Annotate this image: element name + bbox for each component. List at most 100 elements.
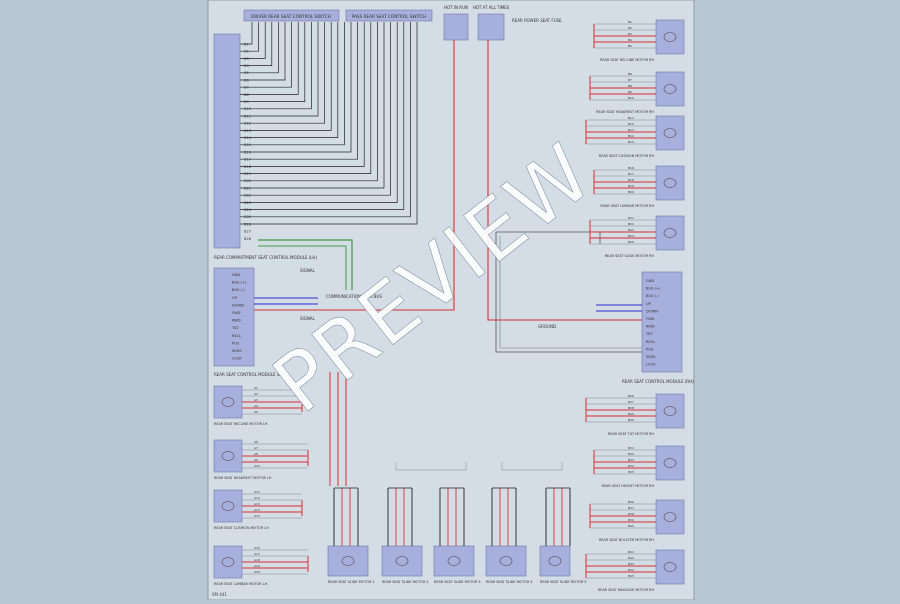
- pin-label: B2: [244, 50, 249, 54]
- switch-wire: [240, 22, 411, 218]
- motor-label: REAR SEAT BOLSTER MOTOR RH: [599, 538, 654, 542]
- fuse-box-b: [477, 13, 505, 41]
- motor-label: REAR SEAT HEADREST MOTOR LH: [214, 476, 272, 480]
- wire-code: B32: [628, 452, 634, 456]
- motor-connector: REAR SEAT RECLINE MOTOR LH: [213, 385, 268, 426]
- wire-code: B22: [628, 222, 634, 226]
- motor-box: [327, 545, 369, 577]
- wire-code: B14: [628, 134, 634, 138]
- motor-connector: REAR SEAT HEADREST MOTOR RH: [596, 71, 685, 114]
- wire-code: B27: [628, 400, 634, 404]
- motor-label: REAR SEAT RECLINE MOTOR RH: [600, 58, 654, 62]
- motor-label: REAR SEAT CUSHION MOTOR RH: [599, 154, 655, 158]
- wire-code: B45: [628, 574, 634, 578]
- wire-code: A1: [254, 386, 258, 390]
- pin-label: B28: [244, 237, 252, 241]
- switch-wire: [240, 22, 385, 189]
- motor-icon: [663, 32, 677, 42]
- motor-box: [655, 165, 685, 201]
- pin-label: BUS (+): [646, 287, 661, 291]
- motor-box: [655, 71, 685, 107]
- harness-upper-2: [499, 236, 642, 349]
- motor-connector: REAR SEAT LUMBAR MOTOR RH: [600, 165, 685, 208]
- pin-label: B24: [244, 208, 252, 212]
- wire-code: B30: [628, 418, 634, 422]
- wire-code: B31: [628, 446, 634, 450]
- switch-wire: [240, 22, 398, 203]
- pin-label: B10: [244, 107, 252, 111]
- harness-upper: [495, 232, 642, 353]
- switch-wire: [240, 22, 292, 88]
- pin-label: UP: [646, 302, 652, 306]
- pin-label: B17: [244, 158, 251, 162]
- wire-code: B1: [628, 20, 632, 24]
- switch-wire: [240, 22, 391, 196]
- comm-bus-label: COMMUNICATION DATA BUS: [326, 294, 382, 299]
- sheet-id: SM 441: [212, 592, 227, 597]
- motor-box: [213, 385, 243, 419]
- wire-code: A2: [254, 392, 258, 396]
- motor-box: [655, 19, 685, 55]
- motor-icon: [221, 397, 235, 407]
- motor-icon: [663, 512, 677, 522]
- pin-label: B1: [244, 42, 249, 46]
- motor-label: REAR SEAT TILT MOTOR RH: [608, 432, 655, 436]
- pin-label: B4: [244, 64, 249, 68]
- motor-connector: REAR SEAT RECLINE MOTOR RH: [600, 19, 685, 62]
- wire-code: B23: [628, 228, 634, 232]
- pin-label: POS: [646, 347, 654, 351]
- red-feed-b: [487, 40, 642, 321]
- wire-code: B29: [628, 412, 634, 416]
- motor-connector: REAR SEAT SLIDE MOTOR 2: [381, 545, 429, 584]
- right-lower-title: REAR SEAT CONTROL MODULE (RH): [622, 379, 694, 384]
- left-control-module: [213, 33, 241, 249]
- left-module-pins: B1B2B3B4B5B6B7B8B9B10B11B12B13B14B15B16B…: [244, 42, 252, 240]
- fuse-b-label: HOT AT ALL TIMES: [473, 5, 510, 10]
- motor-icon: [395, 556, 409, 566]
- wire-code: A17: [254, 552, 260, 556]
- wire-code: A20: [254, 570, 260, 574]
- pin-label: SENS: [646, 355, 656, 359]
- red-feed-a: [254, 40, 455, 311]
- wire-code: B26: [628, 394, 634, 398]
- motor-box: [485, 545, 527, 577]
- driver-switch-header: [243, 9, 340, 22]
- left-module-title: REAR COMPARTMENT SEAT CONTROL MODULE (LH…: [214, 255, 317, 260]
- wire-code: B36: [628, 500, 634, 504]
- driver-switch-label: DRIVER REAR SEAT CONTROL SWITCH: [251, 14, 331, 19]
- pin-label: DOWN: [232, 303, 244, 307]
- pin-label: B3: [244, 57, 249, 61]
- wire-code: B28: [628, 406, 634, 410]
- wire-code: B39: [628, 518, 634, 522]
- motor-box: [213, 439, 243, 473]
- fuse-note: REAR POWER SEAT FUSE: [512, 18, 562, 23]
- wire-code: B7: [628, 78, 632, 82]
- switch-wire: [240, 22, 286, 81]
- wire-code: B37: [628, 506, 634, 510]
- switch-wire: [240, 22, 339, 138]
- motor-icon: [663, 406, 677, 416]
- motor-connector: REAR SEAT SLIDE MOTOR RH: [605, 215, 685, 258]
- motor-icon: [663, 84, 677, 94]
- motor-icon: [221, 557, 235, 567]
- pin-label: DOWN: [646, 309, 658, 313]
- motor-box: [433, 545, 475, 577]
- motor-box: [655, 393, 685, 429]
- switch-wire: [240, 22, 332, 131]
- wire-code: B13: [628, 128, 634, 132]
- pin-label: RWD: [646, 325, 655, 329]
- switch-wire: [240, 22, 418, 225]
- motor-label: REAR SEAT LUMBAR MOTOR LH: [214, 582, 268, 586]
- wire-code: A14: [254, 508, 260, 512]
- motor-connector: REAR SEAT SLIDE MOTOR 4: [485, 545, 533, 584]
- motor-label: REAR SEAT SLIDE MOTOR 4: [486, 580, 533, 584]
- green-wire: [258, 239, 353, 290]
- wire-code: B20: [628, 190, 634, 194]
- pin-label: B11: [244, 114, 251, 118]
- motor-box: [213, 489, 243, 523]
- switch-wire: [240, 22, 345, 146]
- green-wire-2: [258, 245, 347, 290]
